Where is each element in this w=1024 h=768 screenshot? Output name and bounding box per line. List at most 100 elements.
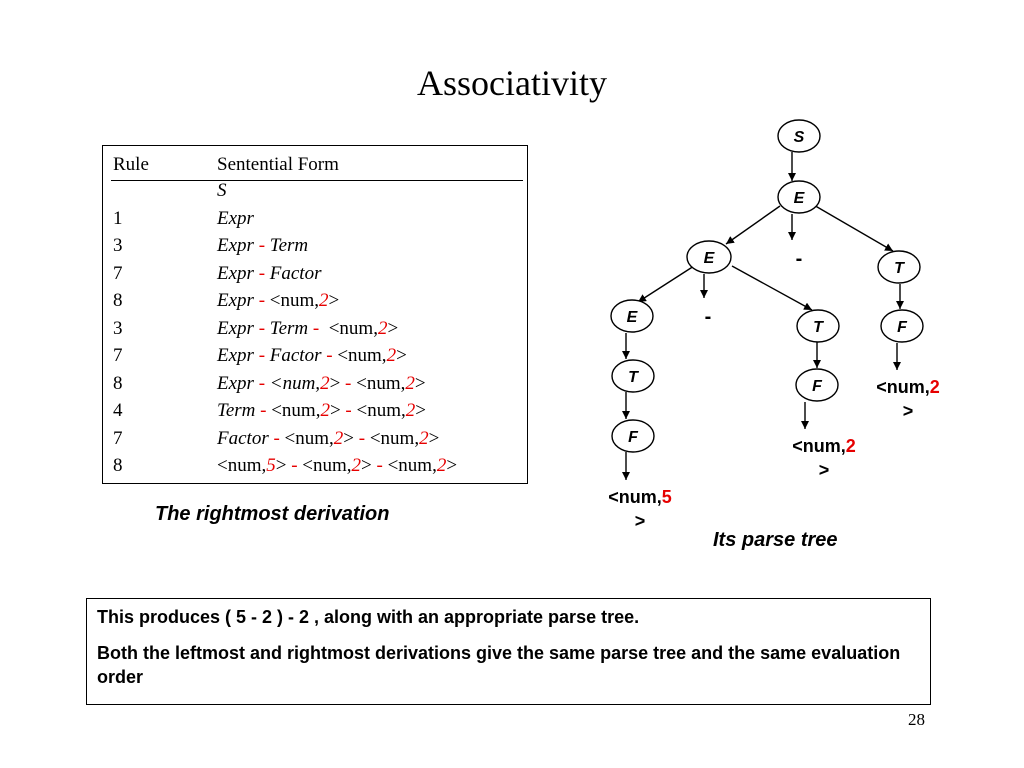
tree-operator-minus-mid: - [705, 306, 712, 328]
form-token: S [217, 180, 227, 201]
form-token: Term [217, 400, 256, 421]
edge-e2-e3 [637, 265, 695, 303]
form-token: 2 [436, 455, 447, 476]
form-token: Factor [269, 345, 322, 366]
tree-node-f1 [880, 309, 924, 343]
tree-node-s-label: S [794, 129, 805, 146]
derivation-sentential-form: S [217, 180, 227, 202]
derivation-sentential-form: Expr - <num,2> [217, 290, 339, 312]
tree-operator-minus-top: - [796, 248, 803, 270]
tree-node-t3-label: T [628, 369, 639, 386]
slide-title: Associativity [417, 63, 607, 103]
form-token: - [268, 427, 285, 449]
form-token: - [340, 372, 357, 394]
form-token: 2 [405, 372, 415, 394]
derivation-rule-number: 8 [113, 290, 123, 311]
form-token: - [253, 262, 270, 284]
form-token: - [253, 290, 270, 311]
tree-node-e1-label: E [794, 190, 806, 207]
form-token: > [328, 290, 340, 311]
form-token: > [387, 317, 399, 339]
tree-leaf-middle: <num,2 [792, 436, 856, 456]
tree-node-f1-label: F [897, 319, 908, 336]
summary-line-2: Both the leftmost and rightmost derivati… [97, 643, 901, 687]
header-rule: Rule [113, 154, 149, 175]
form-token: Expr [217, 317, 254, 339]
tree-leaf-middle-close: > [819, 460, 830, 480]
form-token: - [253, 345, 270, 366]
tree-node-e1 [777, 180, 821, 214]
tree-leaf-right-close: > [903, 401, 914, 421]
derivation-sentential-form: Expr - <num,2> - <num,2> [217, 373, 426, 395]
form-token: <num, [328, 317, 378, 339]
form-token: Factor [217, 427, 269, 449]
form-token: > [343, 427, 355, 449]
edge-e1-e2 [725, 205, 781, 245]
form-token: <num, [269, 372, 321, 394]
derivation-rule-number: 7 [113, 262, 123, 284]
form-token: > [396, 345, 407, 366]
form-token: > [428, 427, 440, 449]
tree-node-f2 [795, 368, 839, 402]
derivation-sentential-form: Expr [217, 208, 254, 230]
tree-node-t3 [611, 359, 655, 393]
derivation-rule-number: 3 [113, 235, 123, 256]
parse-tree: S E E T E T F T F F - - <num,2 > <num,2 … [608, 119, 940, 531]
form-token: Term [269, 317, 309, 339]
form-token: Expr [217, 262, 254, 284]
derivation-rule-number: 7 [113, 345, 123, 366]
derivation-sentential-form: Term - <num,2> - <num,2> [217, 400, 426, 422]
tree-leaf-right: <num,2 [876, 377, 940, 397]
form-token: 2 [377, 317, 388, 339]
edge-e1-t1 [811, 203, 894, 252]
form-token: <num, [356, 400, 406, 421]
form-token: <num, [284, 427, 334, 449]
derivation-rule-number: 1 [113, 207, 123, 229]
form-token: <num, [271, 400, 321, 421]
form-token: Expr [217, 290, 254, 311]
tree-node-e2-label: E [704, 250, 716, 267]
form-token: <num, [387, 455, 437, 476]
derivation-rule-number: 3 [113, 317, 123, 339]
form-token: 2 [351, 455, 362, 476]
derivation-rule-number: 8 [113, 455, 123, 476]
tree-node-e2 [686, 240, 732, 274]
form-token: <num, [356, 372, 406, 394]
form-token: 2 [319, 290, 329, 311]
form-token: > [329, 372, 341, 394]
form-token: > [275, 455, 287, 476]
form-token: <num, [269, 290, 320, 311]
form-token: <num, [369, 427, 420, 449]
form-token: <num, [217, 455, 267, 476]
tree-leaf-left: <num,5 [608, 487, 672, 507]
tree-node-t1-label: T [894, 260, 905, 277]
derivation-caption: The rightmost derivation [155, 503, 390, 525]
derivation-rule-number: 7 [113, 427, 123, 449]
tree-node-s [777, 119, 821, 153]
derivation-sentential-form: <num,5> - <num,2> - <num,2> [217, 455, 457, 477]
tree-node-f2-label: F [812, 378, 823, 395]
form-token: Factor [269, 262, 322, 284]
derivation-sentential-form: Expr - Factor [217, 263, 321, 285]
form-token: - [255, 400, 272, 421]
form-token: Expr [217, 345, 254, 366]
form-token: 2 [320, 400, 330, 421]
form-token: > [361, 455, 372, 476]
form-token: <num, [302, 455, 352, 476]
edge-e2-t2 [731, 265, 813, 311]
derivation-sentential-form: Expr - Term [217, 235, 308, 257]
tree-node-t1 [877, 250, 921, 284]
tree-node-e3 [610, 299, 654, 333]
form-token: - [340, 400, 357, 421]
tree-node-t2-label: T [813, 319, 824, 336]
form-token: - [321, 345, 338, 366]
tree-node-f3-label: F [628, 429, 639, 446]
form-token: - [308, 317, 329, 339]
form-token: 2 [333, 427, 344, 449]
tree-node-t2 [796, 309, 840, 343]
form-token: 2 [419, 427, 429, 449]
form-token: > [414, 372, 426, 394]
form-token: - [253, 235, 270, 256]
tree-node-e3-label: E [627, 309, 639, 326]
